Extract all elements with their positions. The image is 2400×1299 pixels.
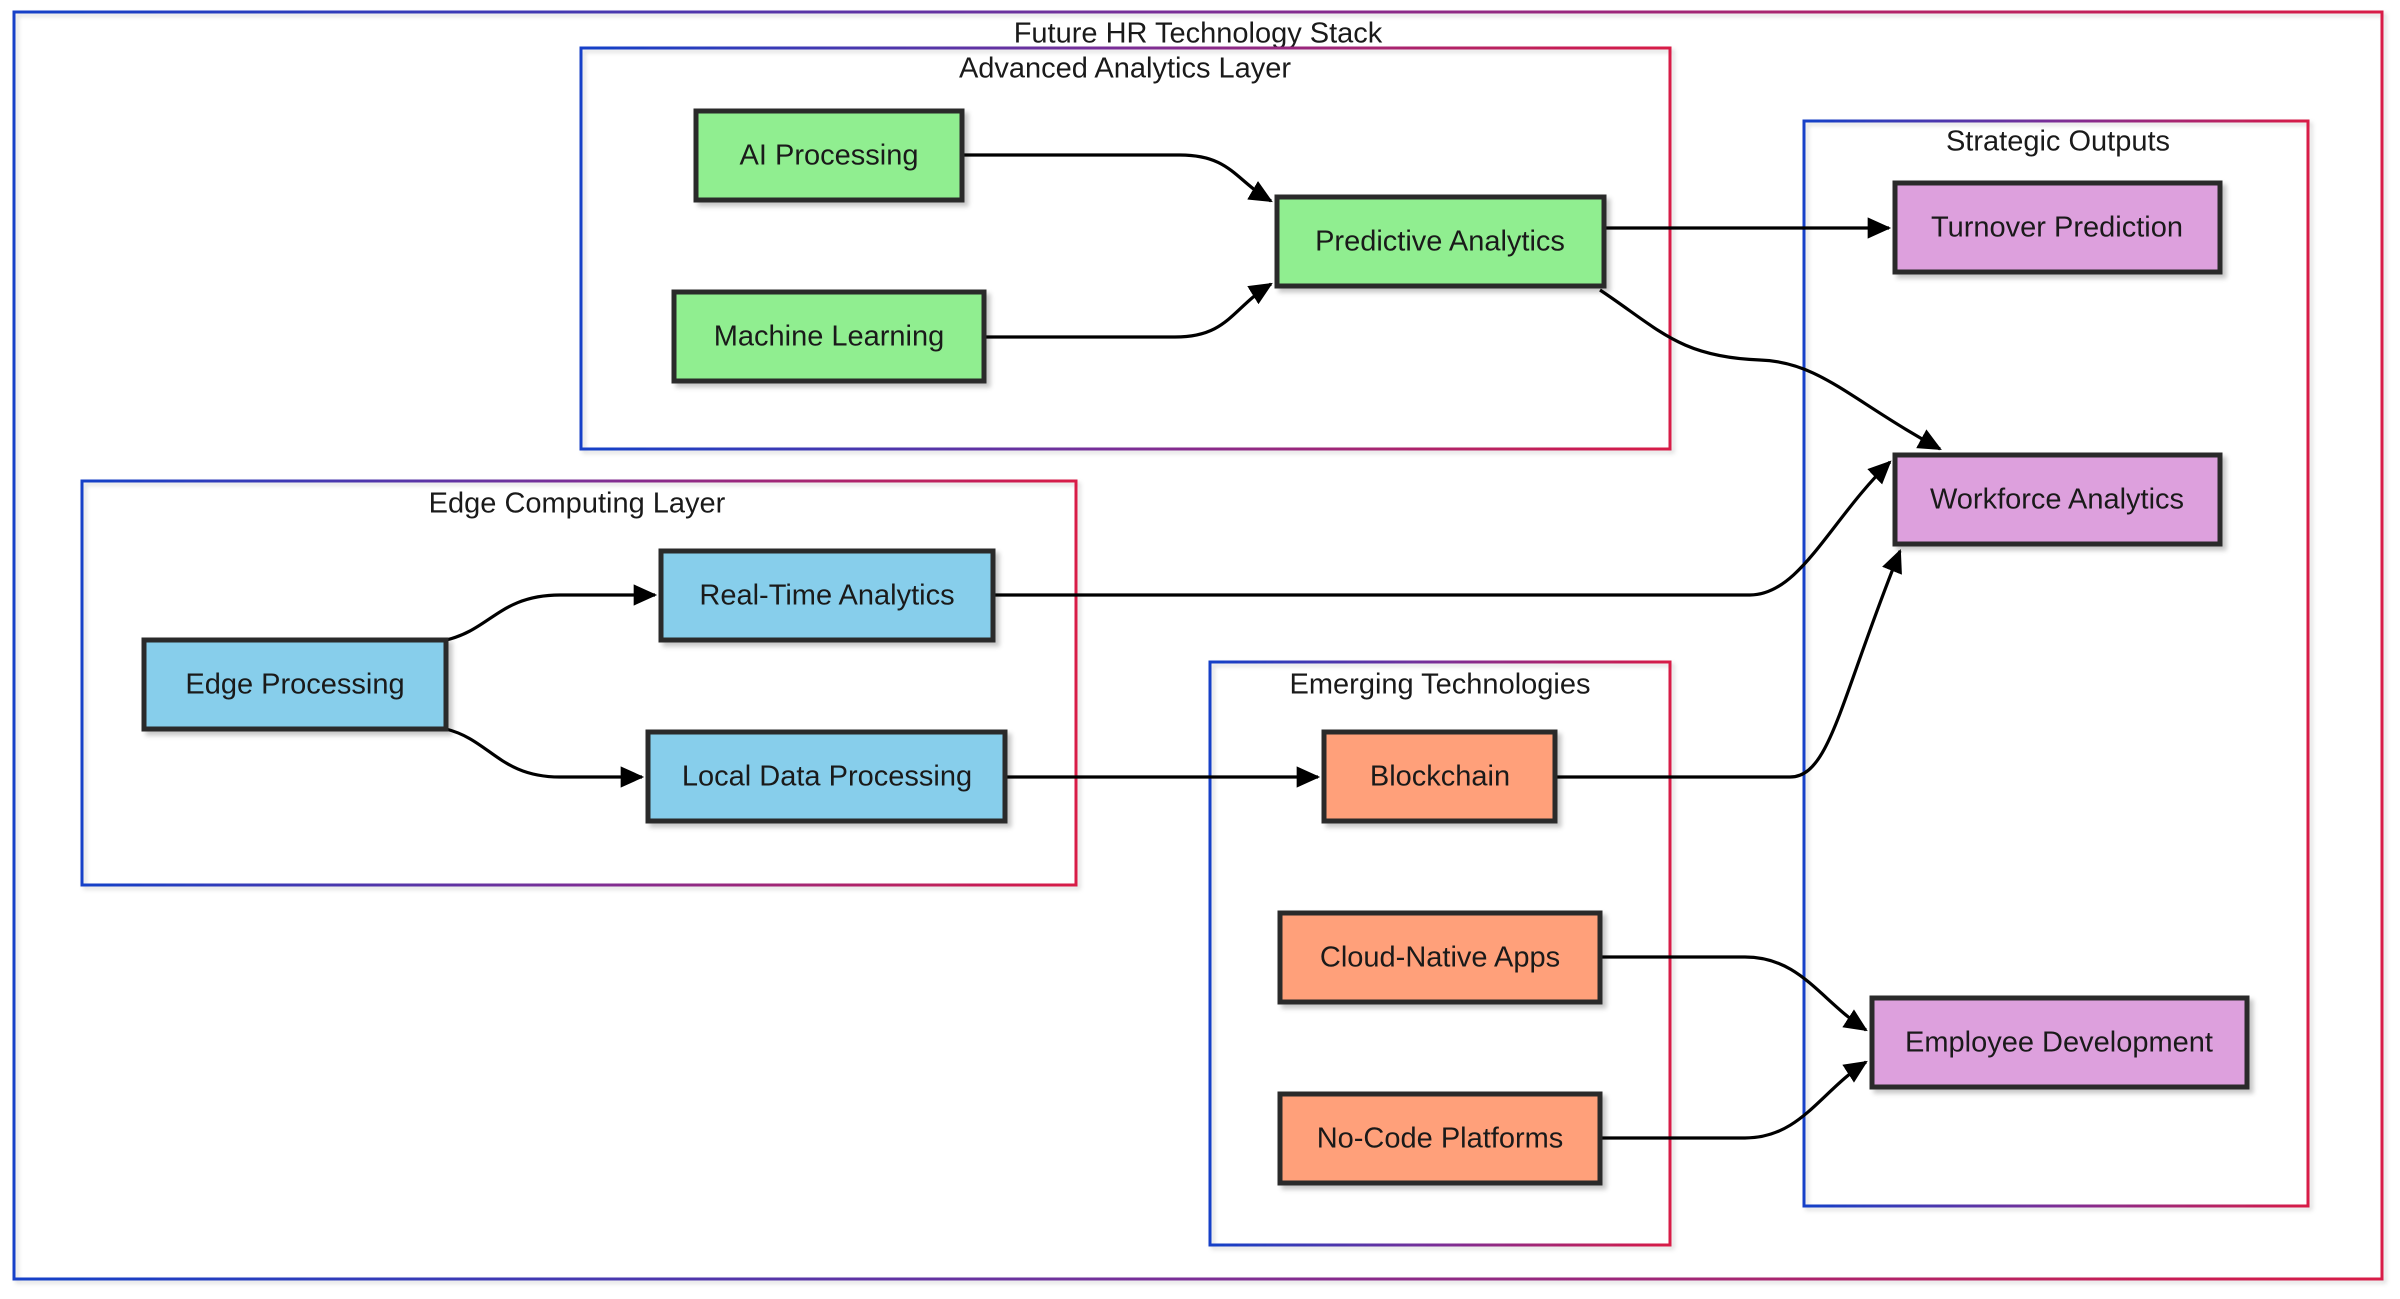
edge-no-code-platforms-to-employee-development [1600,1060,1868,1140]
node-realtime-analytics-label: Real-Time Analytics [699,580,954,612]
cluster-emerging-technologies-label: Emerging Technologies [1290,669,1591,701]
cluster-edge-computing: Edge Computing Layer [80,479,1078,887]
node-machine-learning-rect[interactable] [671,289,987,384]
node-local-data-processing-label: Local Data Processing [682,761,972,793]
cluster-advanced-analytics-rect [579,46,1672,451]
node-no-code-platforms-rect[interactable] [1277,1091,1603,1186]
node-ai-processing-label: AI Processing [740,140,919,172]
node-edge-processing-rect[interactable] [141,637,449,732]
edge-predictive-analytics-to-workforce-analytics [1599,288,1942,451]
node-cloud-native-apps-rect[interactable] [1277,910,1603,1005]
edge-blockchain-to-workforce-analytics [1555,549,1902,779]
cluster-root: Future HR Technology Stack [12,10,2384,1281]
node-employee-development-rect[interactable] [1869,995,2250,1090]
cluster-group: Future HR Technology Stack Advanced Anal… [12,10,2384,1281]
node-cloud-native-apps-label: Cloud-Native Apps [1320,942,1560,974]
node-turnover-prediction-label: Turnover Prediction [1931,212,2183,244]
node-realtime-analytics-rect[interactable] [658,548,996,643]
cluster-root-label: Future HR Technology Stack [1014,18,1383,50]
node-blockchain-label: Blockchain [1370,761,1510,793]
node-workforce-analytics[interactable]: Workforce Analytics [1892,452,2223,547]
cluster-strategic-outputs-rect [1802,119,2310,1208]
node-ai-processing-rect[interactable] [693,108,965,203]
node-edge-processing-label: Edge Processing [185,669,404,701]
cluster-emerging-technologies-rect [1208,660,1672,1247]
node-realtime-analytics[interactable]: Real-Time Analytics [658,548,996,643]
node-machine-learning-label: Machine Learning [714,321,945,353]
node-turnover-prediction-rect[interactable] [1892,180,2223,275]
edge-ai-processing-to-predictive-analytics [962,153,1273,203]
node-blockchain[interactable]: Blockchain [1321,729,1558,824]
node-local-data-processing-rect[interactable] [645,729,1008,824]
node-ai-processing[interactable]: AI Processing [693,108,965,203]
cluster-strategic-outputs: Strategic Outputs [1802,119,2310,1208]
node-machine-learning[interactable]: Machine Learning [671,289,987,384]
node-predictive-analytics-rect[interactable] [1274,194,1607,289]
node-employee-development-label: Employee Development [1905,1027,2213,1059]
cluster-strategic-outputs-label: Strategic Outputs [1946,126,2170,158]
node-edge-processing[interactable]: Edge Processing [141,637,449,732]
node-cloud-native-apps[interactable]: Cloud-Native Apps [1277,910,1603,1005]
node-predictive-analytics[interactable]: Predictive Analytics [1274,194,1607,289]
cluster-root-rect [12,10,2384,1281]
node-group: AI Processing Machine Learning Predictiv… [141,108,2250,1186]
node-employee-development[interactable]: Employee Development [1869,995,2250,1090]
node-no-code-platforms-label: No-Code Platforms [1317,1123,1564,1155]
cluster-emerging-technologies: Emerging Technologies [1208,660,1672,1247]
node-local-data-processing[interactable]: Local Data Processing [645,729,1008,824]
edge-cloud-native-apps-to-employee-development [1600,955,1868,1032]
cluster-advanced-analytics-label: Advanced Analytics Layer [959,53,1291,85]
node-workforce-analytics-label: Workforce Analytics [1930,484,2184,516]
edge-edge-processing-to-local-data-processing [445,727,645,788]
edge-realtime-analytics-to-workforce-analytics [993,460,1892,597]
node-workforce-analytics-rect[interactable] [1892,452,2223,547]
cluster-advanced-analytics: Advanced Analytics Layer [579,46,1672,451]
node-blockchain-rect[interactable] [1321,729,1558,824]
cluster-edge-computing-rect [80,479,1078,887]
node-turnover-prediction[interactable]: Turnover Prediction [1892,180,2223,275]
edge-group [445,153,1942,1140]
edge-machine-learning-to-predictive-analytics [984,282,1273,339]
cluster-edge-computing-label: Edge Computing Layer [429,488,726,520]
node-no-code-platforms[interactable]: No-Code Platforms [1277,1091,1603,1186]
edge-edge-processing-to-realtime-analytics [445,584,658,642]
node-predictive-analytics-label: Predictive Analytics [1315,226,1565,258]
